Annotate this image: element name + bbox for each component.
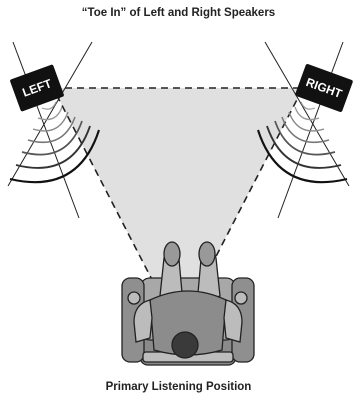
listening-triangle <box>51 87 305 332</box>
listener-in-chair <box>121 241 255 366</box>
left-speaker: LEFT <box>10 64 64 112</box>
right-speaker-axis-line <box>277 41 344 219</box>
left-speaker-baffle-line <box>7 41 93 187</box>
listener-right-arm <box>223 299 243 343</box>
listener-left-arm <box>133 299 153 343</box>
right-speaker: RIGHT <box>295 64 353 112</box>
listener-head <box>171 331 199 359</box>
listener-right-hand <box>234 291 248 305</box>
diagram-title: “Toe In” of Left and Right Speakers <box>81 7 276 19</box>
listening-position-caption: Primary Listening Position <box>105 381 252 393</box>
left-speaker-box <box>10 64 64 112</box>
left-sound-waves <box>9 101 100 184</box>
listener-left-foot <box>163 241 181 267</box>
left-speaker-axis-line <box>12 41 80 219</box>
listener-left-hand <box>127 291 141 305</box>
right-sound-waves <box>257 101 348 184</box>
right-speaker-box <box>295 64 353 112</box>
right-speaker-baffle-line <box>264 41 350 187</box>
listener-right-foot <box>198 241 216 267</box>
listener-torso <box>149 290 227 356</box>
